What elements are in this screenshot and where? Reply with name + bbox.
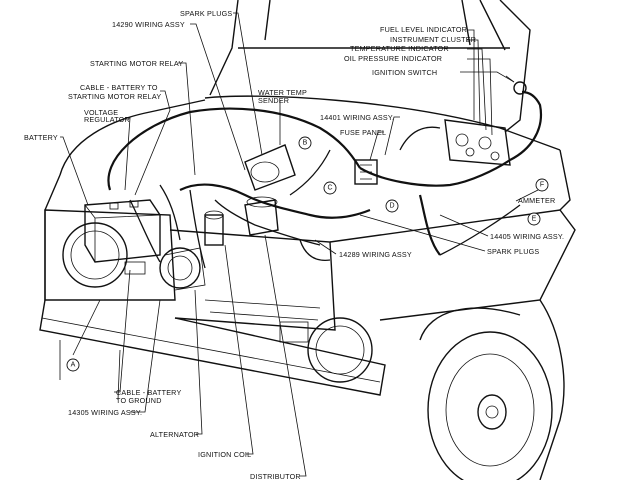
label-battery: BATTERY [24,133,58,142]
label-starting-motor-relay: STARTING MOTOR RELAY [90,59,183,68]
label-cable-ground-1: CABLE - BATTERY [116,388,181,397]
label-instrument-cluster: INSTRUMENT CLUSTER [390,35,476,44]
label-temperature-indicator: TEMPERATURE INDICATOR [350,44,449,53]
vehicle-body [39,0,576,480]
instrument-cluster-component [444,119,511,166]
callout-e: E [527,212,541,226]
label-ignition-switch: IGNITION SWITCH [372,68,437,77]
callout-b: B [298,136,312,150]
label-distributor: DISTRIBUTOR [250,472,301,480]
callout-d-label: D [389,203,394,210]
label-wiring-14405: 14405 WIRING ASSY. [490,232,564,241]
callout-f-label: F [540,182,544,189]
label-fuse-panel: FUSE PANEL [340,128,386,137]
callout-a: A [66,358,80,372]
label-fuel-level: FUEL LEVEL INDICATOR [380,25,467,34]
labels: SPARK PLUGS 14290 WIRING ASSY STARTING M… [24,9,564,480]
callout-b-label: B [303,140,308,147]
callout-d: D [385,199,399,213]
label-wiring-14401: 14401 WIRING ASSY. [320,113,394,122]
callout-c: C [323,181,337,195]
label-water-temp-1: WATER TEMP [258,88,307,97]
label-alternator: ALTERNATOR [150,430,199,439]
label-cable-battery-relay-1: CABLE - BATTERY TO [80,83,158,92]
label-wiring-14289: 14289 WIRING ASSY [339,250,412,259]
ignition-coil-component [204,210,224,246]
label-ignition-coil: IGNITION COIL [198,450,251,459]
callout-e-label: E [532,216,537,223]
wiring-harness [107,90,543,269]
callout-a-label: A [71,362,76,369]
label-voltage-regulator-1: VOLTAGE [84,108,118,117]
label-spark-plugs-top: SPARK PLUGS [180,9,232,18]
battery-component [84,199,161,263]
label-cable-ground-2: TO GROUND [116,396,162,405]
label-wiring-14290: 14290 WIRING ASSY [112,20,185,29]
label-spark-plugs-right: SPARK PLUGS [487,247,539,256]
label-wiring-14305: 14305 WIRING ASSY. [68,408,142,417]
callout-c-label: C [327,185,332,192]
label-water-temp-2: SENDER [258,96,289,105]
label-voltage-regulator-2: REGULATOR [84,115,130,124]
alternator-component [124,247,206,291]
label-oil-pressure: OIL PRESSURE INDICATOR [344,54,442,63]
water-temp-sender-component [244,144,296,191]
leader-lines [60,12,539,477]
distributor-component [244,196,279,236]
label-ammeter: AMMETER [518,196,555,205]
callout-f: F [535,178,549,192]
label-cable-battery-relay-2: STARTING MOTOR RELAY [68,92,161,101]
